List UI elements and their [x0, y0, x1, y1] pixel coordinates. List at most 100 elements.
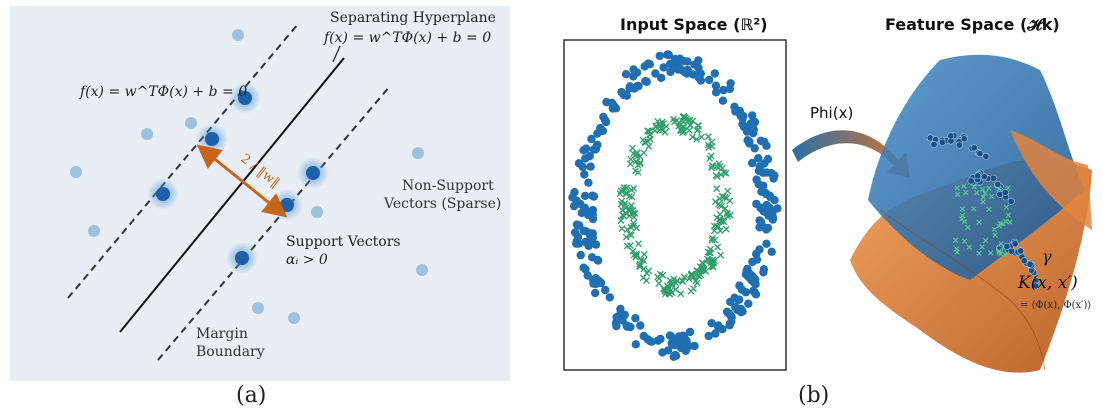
feature-green-point	[992, 232, 998, 238]
inner-ring-point	[699, 260, 707, 268]
outer-ring-point	[767, 247, 776, 256]
inner-ring-point	[630, 251, 638, 259]
inner-ring-point	[618, 225, 626, 233]
outer-ring-point	[621, 70, 631, 79]
outer-ring-point	[704, 331, 713, 341]
inner-ring-point	[722, 225, 730, 233]
outer-ring-point	[711, 88, 721, 97]
feature-green-point	[955, 191, 961, 198]
feature-green-point	[963, 189, 969, 196]
outer-ring-point	[647, 337, 656, 346]
feature-green-point	[996, 248, 1002, 254]
outer-ring-point	[655, 51, 664, 61]
outer-ring-point	[631, 314, 640, 323]
inner-ring-point	[680, 114, 688, 122]
feature-green-point	[974, 189, 980, 196]
inner-ring-point	[623, 226, 631, 233]
outer-ring-point	[586, 162, 595, 171]
feature-blue-point	[1007, 197, 1015, 205]
feature-green-point	[982, 237, 989, 244]
inner-ring-point	[630, 184, 638, 192]
inner-ring-point	[629, 207, 637, 214]
non-support-point	[311, 206, 323, 218]
outer-ring-point	[726, 79, 735, 88]
inner-ring-point	[693, 127, 701, 135]
inner-ring-point	[724, 187, 732, 195]
support-vector-point	[280, 198, 294, 212]
feature-green-point	[954, 185, 960, 191]
non-support-point	[232, 29, 244, 41]
outer-ring-point	[762, 189, 771, 199]
outer-ring-points	[568, 50, 782, 361]
outer-ring-point	[587, 234, 596, 244]
inner-ring-point	[627, 160, 634, 168]
outer-ring-point	[574, 159, 584, 168]
support-vector-point	[156, 187, 170, 201]
inner-ring-point	[654, 273, 662, 281]
outer-ring-point	[744, 299, 753, 308]
feature-blue-point	[970, 144, 978, 152]
outer-ring-point	[736, 111, 745, 120]
non-support-point	[416, 264, 428, 276]
outer-ring-point	[568, 193, 577, 202]
inner-ring-point	[721, 205, 729, 212]
outer-ring-point	[759, 181, 768, 190]
feature-green-point	[952, 237, 959, 243]
outer-ring-point	[581, 154, 590, 163]
inner-ring-point	[678, 277, 686, 284]
outer-ring-point	[589, 279, 598, 288]
feature-green-point	[982, 190, 988, 197]
caption-b: (b)	[798, 383, 830, 408]
outer-ring-point	[616, 304, 625, 314]
inner-ring-point	[627, 202, 635, 209]
outer-ring-point	[754, 166, 764, 176]
outer-ring-point	[672, 55, 681, 64]
inner-ring-point	[660, 285, 668, 293]
inner-ring-point	[713, 185, 721, 193]
feature-blue-point	[1001, 188, 1009, 196]
feature-blue-point	[976, 150, 984, 158]
inner-ring-point	[719, 193, 727, 201]
kernel-mapping-diagram: Input Space (ℝ²) Feature Space (𝓗k) Phi(…	[563, 15, 1092, 373]
outer-ring-point	[742, 127, 752, 136]
outer-ring-point	[764, 211, 773, 220]
feature-blue-point	[947, 132, 955, 140]
outer-ring-point	[634, 81, 643, 91]
non-support-point	[141, 128, 153, 140]
inner-ring-point	[632, 167, 640, 175]
inner-ring-point	[706, 154, 714, 162]
inner-ring-point	[675, 122, 683, 130]
inner-ring-point	[726, 211, 734, 219]
outer-ring-point	[629, 65, 638, 74]
outer-ring-point	[584, 178, 593, 187]
outer-ring-point	[570, 228, 580, 237]
outer-ring-point	[572, 220, 582, 229]
inner-ring-point	[628, 144, 636, 152]
outer-ring-point	[754, 154, 763, 163]
non-support-label-line2: Vectors (Sparse)	[383, 196, 501, 212]
inner-ring-point	[645, 142, 653, 150]
support-vectors-alpha: αᵢ > 0	[286, 252, 328, 268]
support-vector-point	[205, 132, 219, 146]
outer-ring-point	[663, 50, 672, 59]
outer-ring-point	[591, 288, 600, 298]
non-support-label-line1: Non-Support	[402, 178, 494, 194]
inner-ring-point	[708, 138, 716, 146]
outer-ring-point	[707, 319, 716, 328]
outer-ring-point	[639, 331, 648, 341]
inner-ring-point	[719, 217, 727, 225]
feature-space-surfaces	[850, 54, 1092, 373]
outer-ring-point	[748, 111, 757, 120]
inner-ring-point	[623, 242, 631, 250]
inner-ring-point	[639, 274, 647, 282]
feature-blue-point	[1032, 282, 1040, 290]
inner-ring-point	[716, 162, 724, 170]
support-vector-point	[306, 166, 320, 180]
feature-green-point	[996, 186, 1002, 192]
inner-ring-point	[635, 240, 642, 248]
caption-a: (a)	[236, 383, 267, 408]
inner-ring-point	[704, 133, 712, 141]
outer-ring-point	[713, 322, 723, 331]
inner-ring-point	[680, 123, 688, 131]
feature-blue-point	[1003, 242, 1011, 250]
